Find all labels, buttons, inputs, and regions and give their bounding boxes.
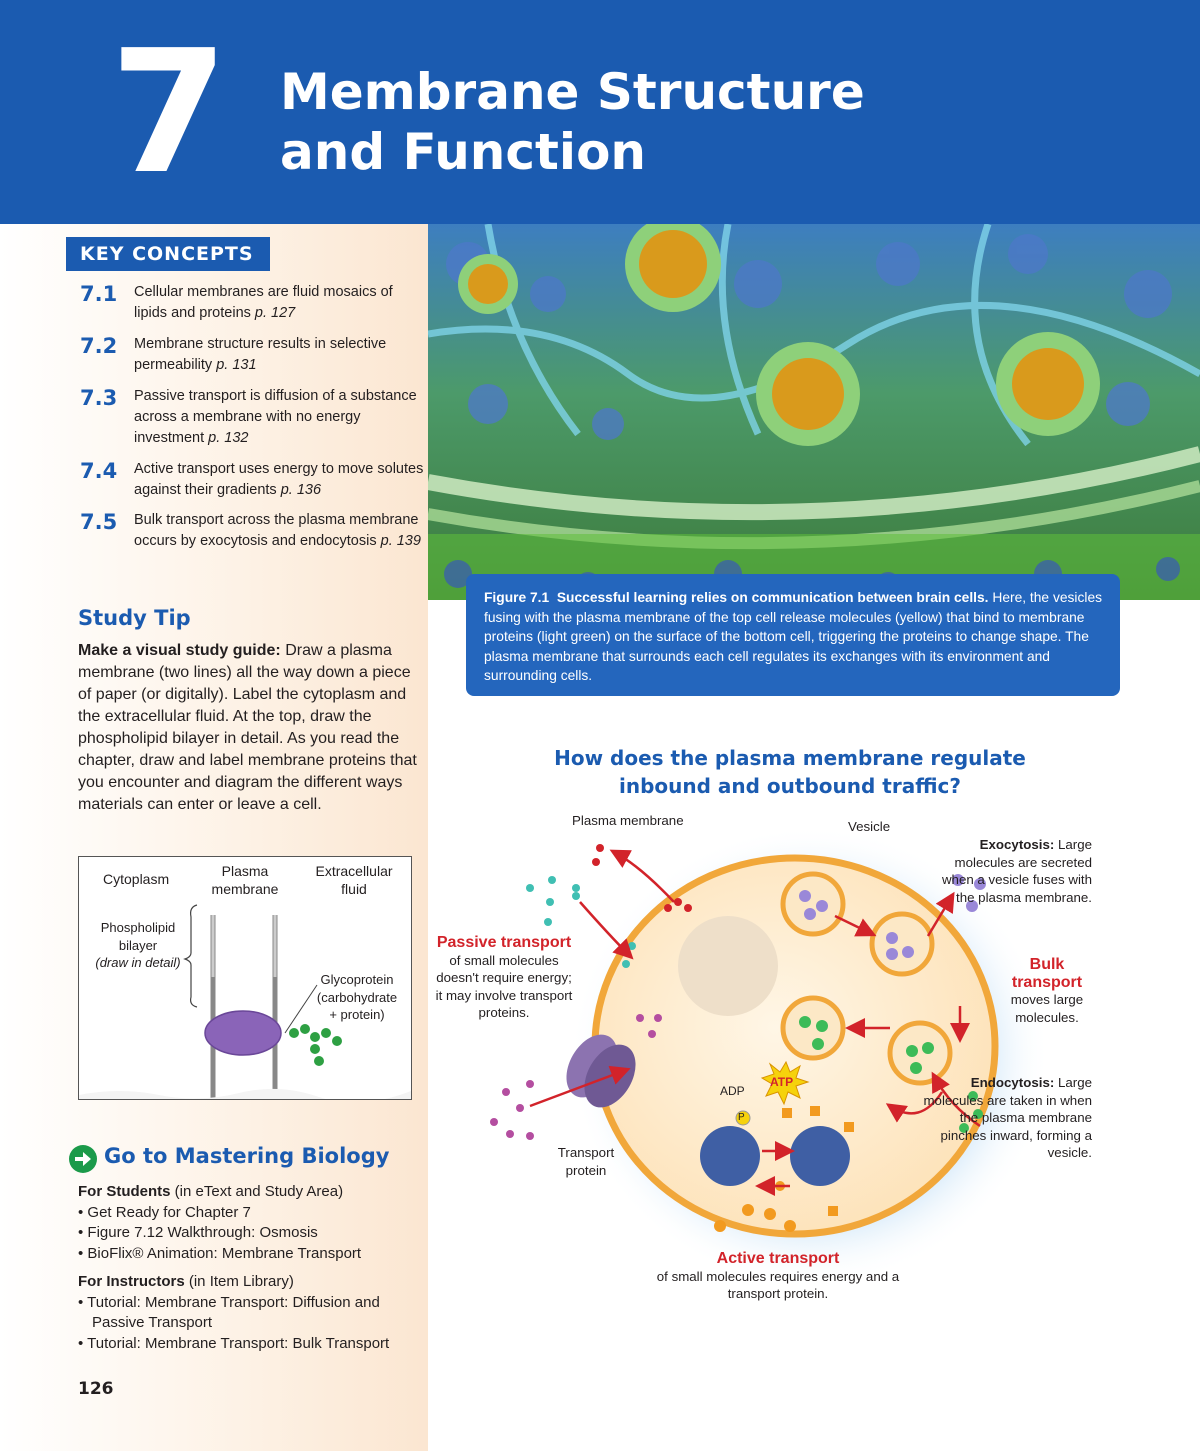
sidebar <box>0 224 428 1451</box>
key-concept-page[interactable]: p. 136 <box>280 482 322 498</box>
instructors-item[interactable]: • Tutorial: Membrane Transport: Bulk Tra… <box>78 1334 390 1352</box>
key-concept-page[interactable]: p. 139 <box>380 533 421 549</box>
key-concept-page[interactable]: p. 131 <box>216 357 257 373</box>
synapse-illustration <box>428 224 1200 600</box>
nucleus-shape <box>678 916 778 1016</box>
bulk-transport-label: Bulk transport moves large molecules. <box>1010 956 1084 1025</box>
chapter-title-line2: and Function <box>280 123 647 181</box>
vesicle-label: Vesicle <box>848 819 891 834</box>
students-group: For Students (in eText and Study Area) •… <box>78 1182 423 1264</box>
active-transport-label: Active transport of small molecules requ… <box>656 1250 900 1301</box>
diagram-question: How does the plasma membrane regulate in… <box>554 746 1026 798</box>
instructors-label: For Instructors <box>78 1273 185 1290</box>
key-concept-page[interactable]: p. 127 <box>254 305 296 321</box>
adp-label: ADP <box>720 1084 745 1098</box>
key-concept-number: 7.1 <box>80 282 118 306</box>
students-label: For Students <box>78 1183 171 1200</box>
chapter-header: 7 Membrane Structure and Function <box>0 0 1200 224</box>
page-number: 126 <box>78 1379 114 1399</box>
transport-arrows <box>529 849 981 1196</box>
chapter-title: Membrane Structure and Function <box>280 62 865 182</box>
chapter-number: 7 <box>110 14 229 212</box>
key-concept-number: 7.3 <box>80 386 118 410</box>
key-concept-number: 7.5 <box>80 510 118 534</box>
passive-transport-label: Passive transport of small molecules doe… <box>435 934 573 1020</box>
figure-text: Here, the vesicles fusing with the plasm… <box>484 590 1103 683</box>
endocytosis-label: Endocytosis: Large molecules are taken i… <box>923 1075 1092 1160</box>
study-tip-heading: Study Tip <box>78 606 191 630</box>
figure-title: Successful learning relies on communicat… <box>556 590 989 605</box>
key-concepts-badge: KEY CONCEPTS <box>66 237 270 271</box>
solute-particles <box>714 1106 854 1232</box>
atp-label: ATP <box>770 1075 794 1089</box>
students-item[interactable]: • Figure 7.12 Walkthrough: Osmosis <box>78 1224 318 1241</box>
chapter-title-line1: Membrane Structure <box>280 63 865 121</box>
key-concept-text: Active transport uses energy to move sol… <box>134 461 424 498</box>
figure-caption: Figure 7.1 Successful learning relies on… <box>466 574 1120 696</box>
students-item[interactable]: • BioFlix® Animation: Membrane Transport <box>78 1244 362 1262</box>
sketch-drawing <box>79 904 411 1103</box>
transport-protein-label: Transport protein <box>557 1145 615 1178</box>
study-tip-body: Make a visual study guide: Draw a plasma… <box>78 642 417 813</box>
phosphate-label: P <box>738 1112 745 1123</box>
membrane-protein-shape <box>204 1010 282 1056</box>
membrane-transport-diagram: Plasma membrane Vesicle Exocytosis: Larg… <box>430 806 1130 1312</box>
instructors-group: For Instructors (in Item Library) • Tuto… <box>78 1272 423 1354</box>
instructors-item[interactable]: • Tutorial: Membrane Transport: Diffusio… <box>78 1293 380 1332</box>
cell-drawing <box>490 826 1050 1286</box>
arrow-circle-icon[interactable] <box>68 1144 98 1174</box>
key-concept-text: Membrane structure results in selective … <box>134 336 387 373</box>
key-concept-text: Bulk transport across the plasma membran… <box>134 512 421 549</box>
plasma-membrane-label: Plasma membrane <box>572 813 684 828</box>
sketch-glycoprotein-label: Glycoprotein(carbohydrate+ protein) <box>316 972 398 1022</box>
synaptic-vesicles <box>458 224 1100 446</box>
carbohydrate-chain <box>289 1024 342 1066</box>
study-tip-lead: Make a visual study guide: <box>78 642 281 659</box>
figure-label: Figure 7.1 <box>484 590 550 605</box>
mastering-heading[interactable]: Go to Mastering Biology <box>104 1144 390 1168</box>
atp-burst <box>735 1060 810 1126</box>
key-concept-number: 7.2 <box>80 334 118 358</box>
pump-protein-shape <box>700 1126 850 1186</box>
students-item[interactable]: • Get Ready for Chapter 7 <box>78 1203 251 1221</box>
key-concept-text: Cellular membranes are fluid mosaics of … <box>134 284 393 321</box>
key-concept-number: 7.4 <box>80 459 118 483</box>
key-concept-text: Passive transport is diffusion of a subs… <box>134 388 417 446</box>
vesicle-group <box>780 871 953 1086</box>
mastering-list: For Students (in eText and Study Area) •… <box>78 1182 423 1362</box>
sketch-cytoplasm-label: Cytoplasm <box>103 871 170 887</box>
key-concept-page[interactable]: p. 132 <box>208 430 249 446</box>
exocytosis-label: Exocytosis: Large molecules are secreted… <box>941 837 1092 905</box>
